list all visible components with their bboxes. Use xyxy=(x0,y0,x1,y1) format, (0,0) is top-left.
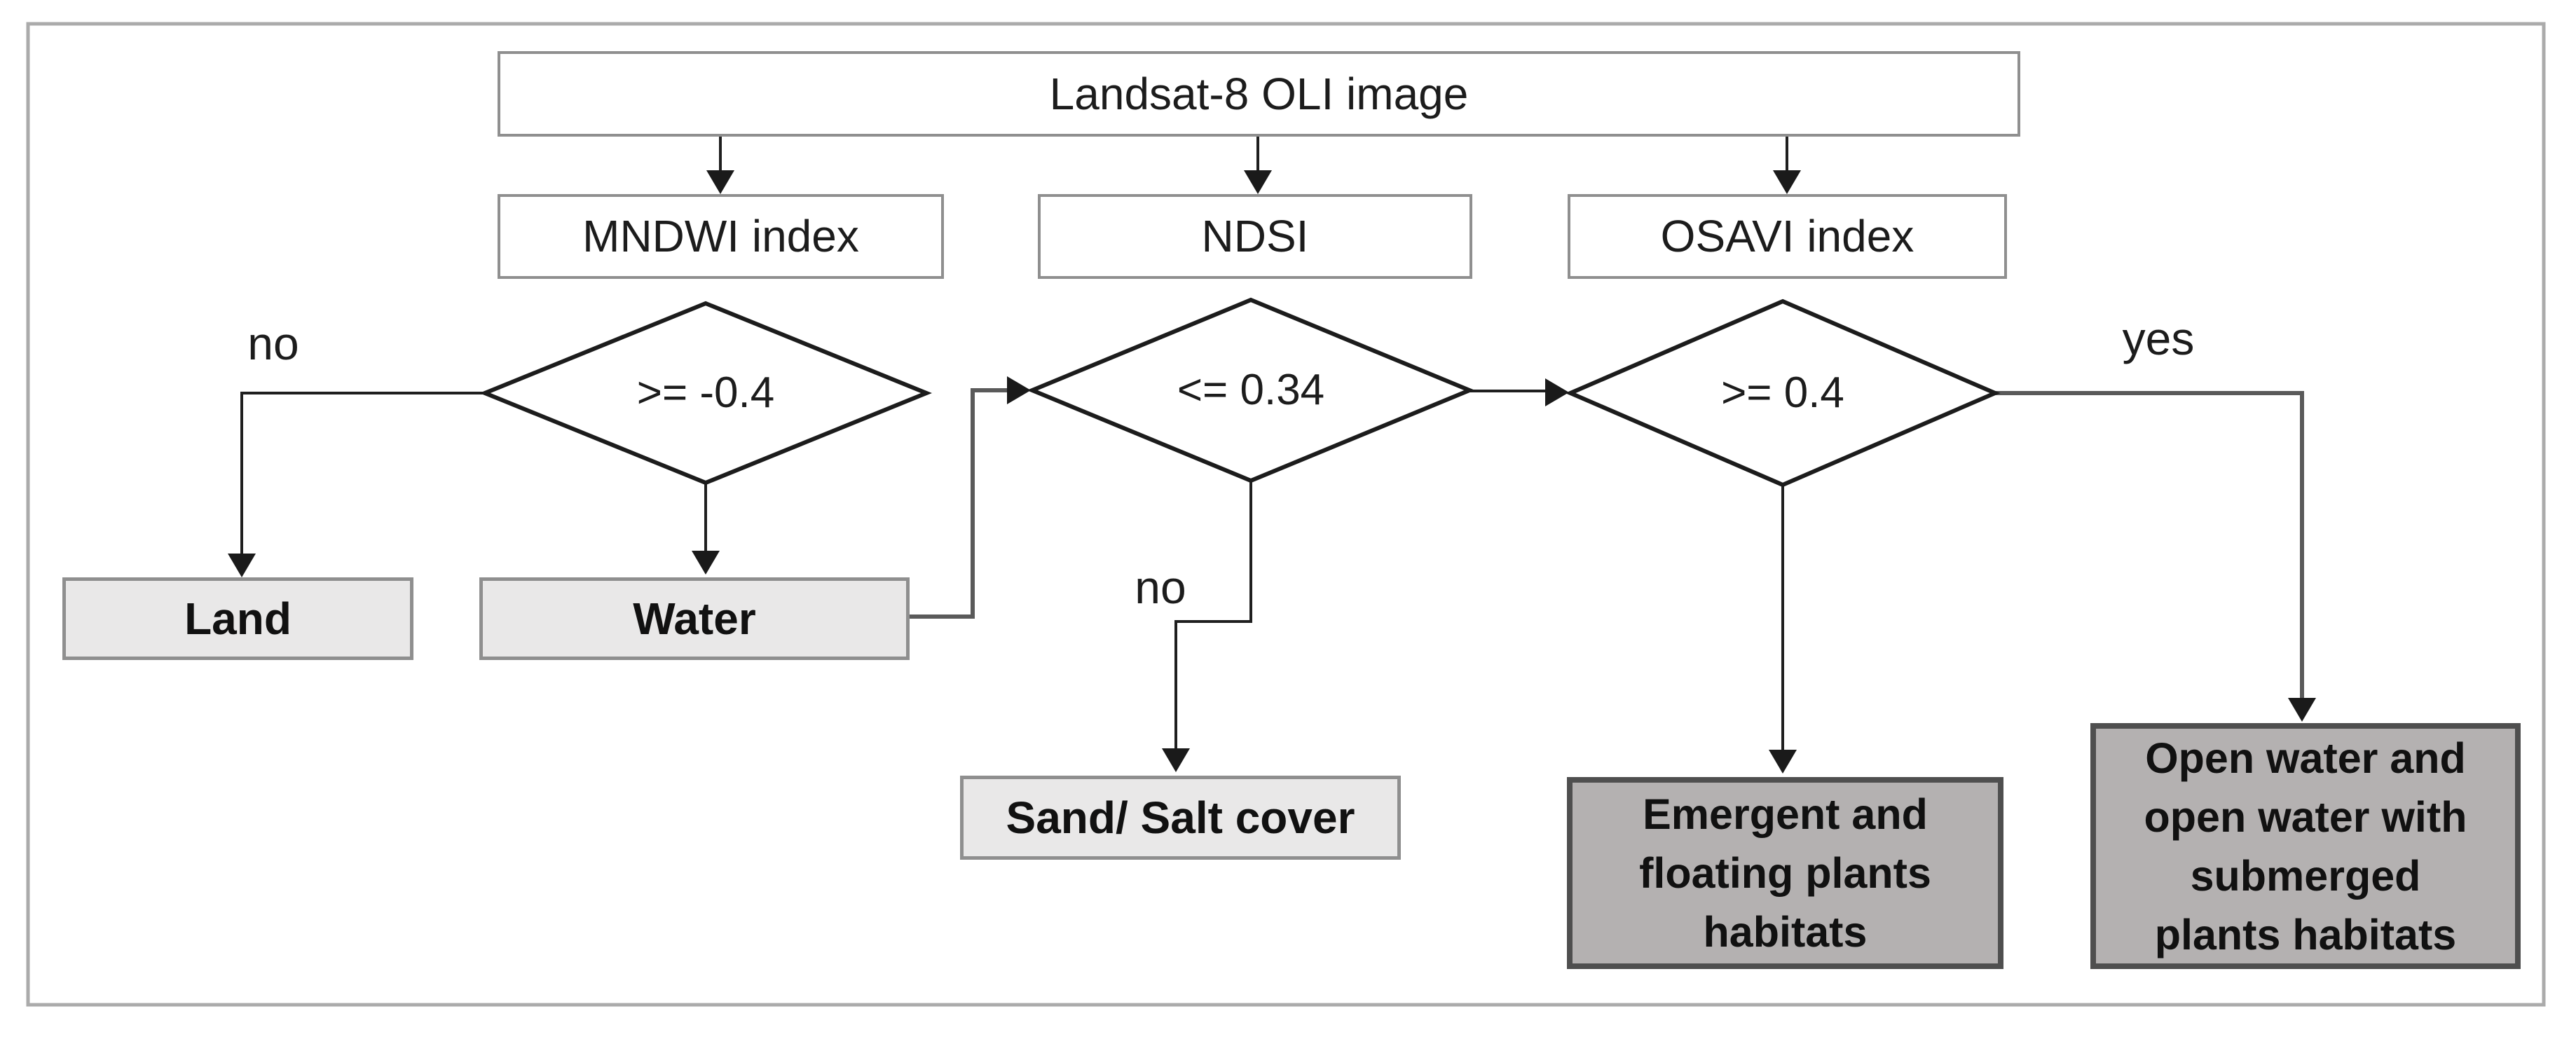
decision-mndwi-diamond xyxy=(479,301,932,486)
arrowhead-to-openwater-icon xyxy=(2288,698,2316,722)
edge-label-yes-osavi: yes xyxy=(2053,311,2263,367)
gray-connectors xyxy=(910,388,2304,699)
decision-shapes xyxy=(479,297,2001,488)
result-box-land-label: Land xyxy=(184,593,292,644)
index-box-mndwi: MNDWI index xyxy=(498,194,944,279)
edge-label-no-mndwi: no xyxy=(168,316,378,372)
result-box-emergent-floating-label: Emergent and floating plants habitats xyxy=(1639,790,1931,956)
index-box-ndsi: NDSI xyxy=(1038,194,1472,279)
arrowhead-to-sand-icon xyxy=(1162,748,1190,772)
arrowhead-to-land-icon xyxy=(228,554,256,577)
source-box-label: Landsat-8 OLI image xyxy=(1049,68,1469,119)
decision-osavi-condition-text: >= 0.4 xyxy=(1721,368,1844,417)
figure-frame xyxy=(26,22,2546,1007)
edge-label-no-ndsi-text: no xyxy=(1135,561,1186,614)
decision-ndsi-diamond xyxy=(1027,297,1475,483)
result-box-land: Land xyxy=(62,577,413,660)
result-box-sand-salt: Sand/ Salt cover xyxy=(960,776,1401,860)
result-box-water-label: Water xyxy=(633,593,756,644)
decision-ndsi-condition-text: <= 0.34 xyxy=(1177,365,1325,414)
black-connectors xyxy=(240,137,1788,751)
decision-osavi-condition: >= 0.4 xyxy=(1643,365,1923,421)
index-box-osavi: OSAVI index xyxy=(1568,194,2007,279)
index-box-ndsi-label: NDSI xyxy=(1201,211,1309,262)
index-box-mndwi-label: MNDWI index xyxy=(582,211,859,262)
result-box-water: Water xyxy=(479,577,910,660)
decision-mndwi-condition-text: >= -0.4 xyxy=(636,368,775,417)
edge-label-yes-osavi-text: yes xyxy=(2122,313,2195,365)
edge-label-no-ndsi: no xyxy=(1055,560,1266,616)
edge-osavi-yes-to-openwater-line xyxy=(1996,391,2304,699)
edge-mndwi-no-to-land-line xyxy=(240,392,485,555)
arrowheads xyxy=(228,170,2316,774)
arrowhead-to-osavi-icon xyxy=(1773,170,1801,194)
arrowhead-to-water-icon xyxy=(692,551,720,575)
result-box-open-water: Open water and open water with submerged… xyxy=(2090,723,2521,969)
result-box-sand-salt-label: Sand/ Salt cover xyxy=(1006,792,1355,843)
source-box-landsat: Landsat-8 OLI image xyxy=(498,51,2020,137)
arrowhead-to-ndsi-diamond-icon xyxy=(1007,376,1031,404)
arrowhead-to-ndsi-icon xyxy=(1244,170,1272,194)
arrowhead-to-emergent-icon xyxy=(1769,750,1797,774)
decision-osavi-diamond xyxy=(1565,298,2001,488)
result-box-emergent-floating: Emergent and floating plants habitats xyxy=(1567,777,2003,969)
edge-water-to-ndsi-line xyxy=(910,388,1007,619)
decision-ndsi-condition: <= 0.34 xyxy=(1111,362,1391,418)
edge-ndsi-no-to-sand-line xyxy=(1174,481,1252,750)
arrowhead-to-osavi-diamond-icon xyxy=(1545,378,1569,406)
arrowhead-to-mndwi-icon xyxy=(706,170,734,194)
result-box-open-water-label: Open water and open water with submerged… xyxy=(2144,734,2467,959)
edge-label-no-mndwi-text: no xyxy=(247,317,299,370)
decision-mndwi-condition: >= -0.4 xyxy=(566,365,846,421)
index-box-osavi-label: OSAVI index xyxy=(1660,211,1914,262)
